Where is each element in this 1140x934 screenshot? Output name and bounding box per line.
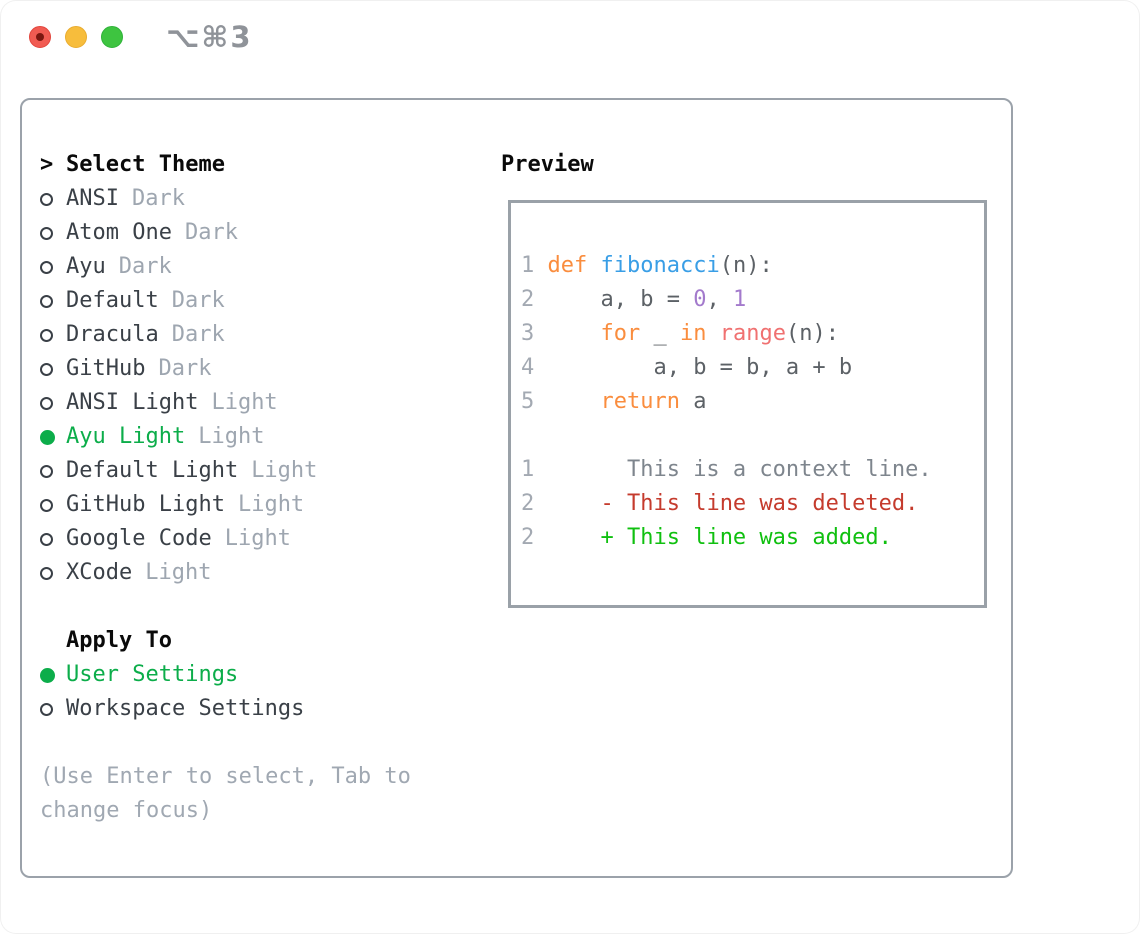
theme-variant: Light — [198, 424, 265, 449]
radio-icon — [40, 352, 66, 386]
cursor-icon: > — [40, 152, 54, 177]
theme-name: ANSI Light — [66, 390, 199, 415]
code-line: 5 return a — [521, 389, 707, 414]
theme-option-xcode[interactable]: XCode Light — [40, 556, 411, 590]
select-theme-title: Select Theme — [66, 152, 225, 177]
radio-icon — [40, 216, 66, 250]
theme-option-ayu[interactable]: Ayu Dark — [40, 250, 411, 284]
minimize-button[interactable] — [65, 26, 87, 48]
close-dot-icon — [36, 33, 44, 41]
title-bar: ⌥⌘3 — [0, 0, 1140, 98]
apply-option-user-settings[interactable]: User Settings — [40, 658, 411, 692]
theme-name: XCode — [66, 560, 133, 585]
radio-icon — [40, 454, 66, 488]
theme-option-google-code[interactable]: Google Code Light — [40, 522, 411, 556]
theme-variant: Dark — [171, 288, 225, 313]
radio-icon — [40, 250, 66, 284]
apply-option-label: Workspace Settings — [66, 696, 305, 721]
preview-title: Preview — [501, 152, 594, 177]
radio-icon — [40, 318, 66, 352]
theme-name: Ayu — [66, 254, 106, 279]
code-line — [521, 215, 984, 249]
theme-option-github[interactable]: GitHub Dark — [40, 352, 411, 386]
hint-text-line1: (Use Enter to select, Tab to — [40, 764, 411, 789]
apply-option-workspace-settings[interactable]: Workspace Settings — [40, 692, 411, 726]
theme-variant: Dark — [118, 254, 172, 279]
theme-option-ansi-light[interactable]: ANSI Light Light — [40, 386, 411, 420]
code-preview: 1 def fibonacci(n): 2 a, b = 0, 1 3 for _ … — [511, 203, 984, 589]
theme-option-atom-one[interactable]: Atom One Dark — [40, 216, 411, 250]
zoom-button[interactable] — [101, 26, 123, 48]
apply-option-label: User Settings — [66, 662, 239, 687]
theme-option-default-light[interactable]: Default Light Light — [40, 454, 411, 488]
radio-icon — [40, 488, 66, 522]
radio-selected-icon — [40, 658, 66, 692]
code-line: 1 def fibonacci(n): — [521, 253, 773, 278]
theme-name: Google Code — [66, 526, 212, 551]
theme-option-ayu-light[interactable]: Ayu Light Light — [40, 420, 411, 454]
theme-option-github-light[interactable]: GitHub Light Light — [40, 488, 411, 522]
theme-name: Atom One — [66, 220, 172, 245]
radio-icon — [40, 556, 66, 590]
code-line: 4 a, b = b, a + b — [521, 355, 853, 380]
apply-to-title: Apply To — [66, 628, 172, 653]
code-line — [521, 419, 984, 453]
radio-icon — [40, 386, 66, 420]
hint-text-line2: change focus) — [40, 798, 213, 823]
radio-icon — [40, 692, 66, 726]
theme-name: ANSI — [66, 186, 119, 211]
theme-variant: Light — [145, 560, 212, 585]
radio-icon — [40, 522, 66, 556]
theme-variant: Dark — [131, 186, 185, 211]
close-button[interactable] — [29, 26, 51, 48]
theme-name: Dracula — [66, 322, 159, 347]
theme-name: GitHub — [66, 356, 146, 381]
theme-name: GitHub Light — [66, 492, 225, 517]
theme-variant: Dark — [184, 220, 238, 245]
theme-option-dracula[interactable]: Dracula Dark — [40, 318, 411, 352]
theme-variant: Dark — [158, 356, 212, 381]
theme-variant: Light — [224, 526, 291, 551]
theme-name: Default — [66, 288, 159, 313]
theme-name: Ayu Light — [66, 424, 186, 449]
theme-variant: Light — [237, 492, 305, 517]
apply-to-header: Apply To — [40, 624, 411, 658]
code-line — [521, 555, 984, 589]
theme-option-ansi[interactable]: ANSI Dark — [40, 182, 411, 216]
window-title: ⌥⌘3 — [166, 20, 253, 54]
theme-name: Default Light — [66, 458, 239, 483]
code-line: 2 - This line was deleted. — [521, 491, 919, 516]
theme-variant: Light — [251, 458, 318, 483]
theme-variant: Dark — [171, 322, 225, 347]
code-line: 2 a, b = 0, 1 — [521, 287, 747, 312]
code-line: 3 for _ in range(n): — [521, 321, 839, 346]
code-line: 1 This is a context line. — [521, 457, 932, 482]
theme-variant: Light — [211, 390, 278, 415]
preview-box: 1 def fibonacci(n): 2 a, b = 0, 1 3 for _ … — [508, 200, 987, 608]
code-line: 2 + This line was added. — [521, 525, 892, 550]
theme-option-default[interactable]: Default Dark — [40, 284, 411, 318]
select-theme-header: > Select Theme — [40, 148, 411, 182]
radio-icon — [40, 182, 66, 216]
radio-icon — [40, 284, 66, 318]
radio-selected-icon — [40, 420, 66, 454]
